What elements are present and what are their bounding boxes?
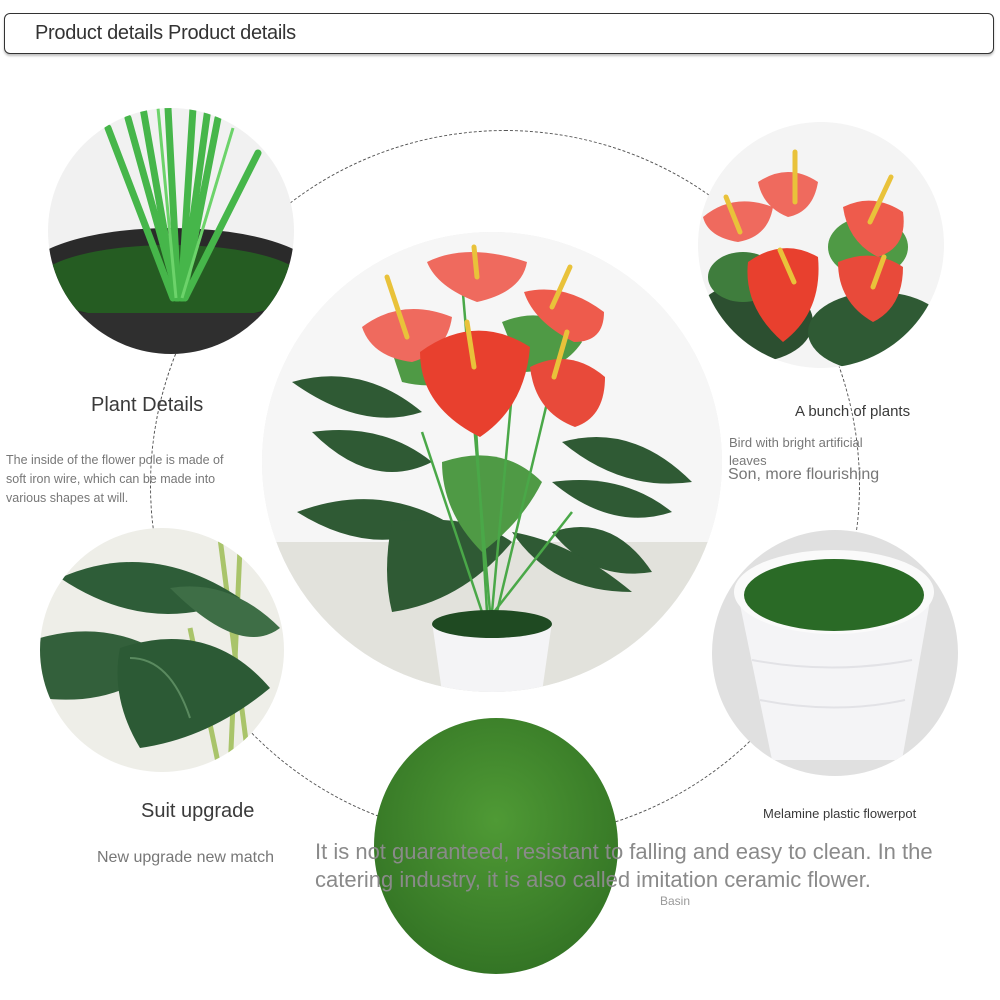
header-title: Product details Product details (35, 22, 296, 44)
flowerpot-title: Melamine plastic flowerpot (763, 806, 917, 821)
bunch-of-plants-title: A bunch of plants (795, 403, 911, 420)
flower-bunch-image (698, 122, 944, 368)
flowerpot-image (712, 530, 958, 776)
plant-details-description: The inside of the flower pole is made of… (6, 453, 224, 505)
stem-closeup-image (48, 108, 294, 354)
plant-details-title: Plant Details (91, 394, 204, 416)
suit-upgrade-description: New upgrade new match (97, 849, 274, 866)
bunch-of-plants-description-1: Bird with bright artificial leaves (729, 435, 863, 468)
basin-description: It is not guaranteed, resistant to falli… (315, 839, 933, 892)
leaf-closeup-image (40, 528, 284, 772)
grass-closeup-image (374, 718, 618, 974)
main-plant-image (262, 232, 722, 692)
bunch-of-plants-description-2: Son, more flourishing (728, 466, 880, 483)
suit-upgrade-title: Suit upgrade (141, 800, 255, 822)
header-bar: Product details Product details (4, 13, 994, 54)
basin-label: Basin (660, 894, 691, 908)
